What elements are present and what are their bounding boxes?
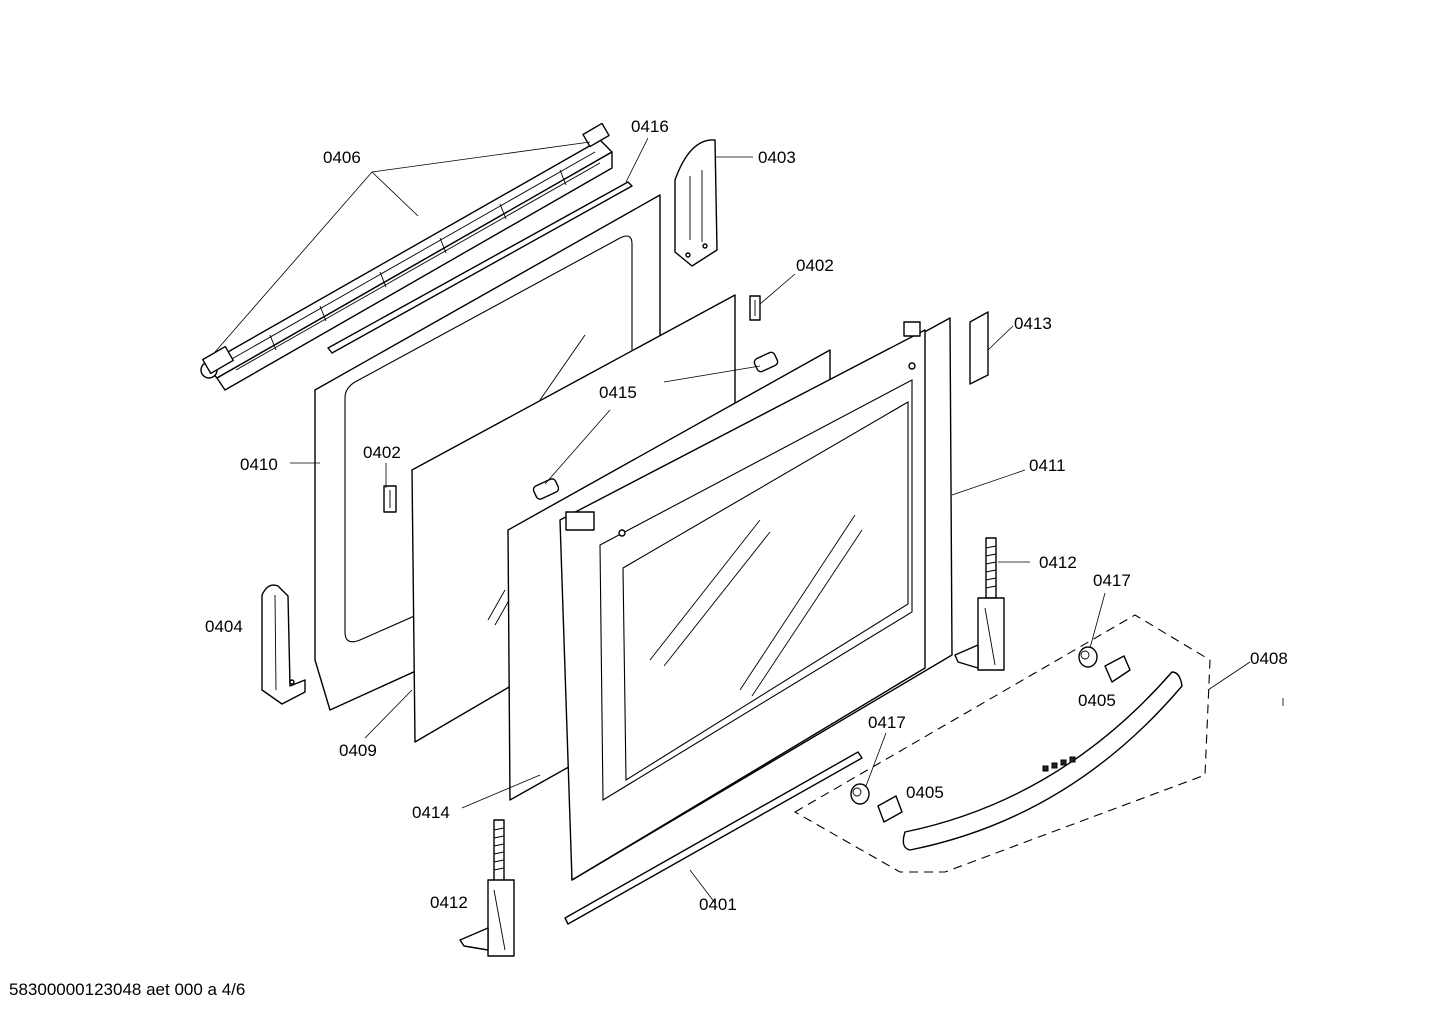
part-0405-end-right — [1104, 655, 1131, 683]
callout-0412-right: 0412 — [1039, 553, 1077, 572]
part-0412-hinge-left — [459, 819, 515, 957]
callout-0415: 0415 — [599, 383, 637, 402]
part-0415-clip-left — [532, 478, 560, 500]
callout-0417-left: 0417 — [868, 713, 906, 732]
part-0412-hinge-right — [954, 537, 1005, 671]
part-0402-clip-upper — [749, 295, 761, 321]
callout-0410: 0410 — [240, 455, 278, 474]
part-0417-cap-right — [1078, 646, 1098, 668]
callout-0413: 0413 — [1014, 314, 1052, 333]
callout-0414: 0414 — [412, 803, 450, 822]
part-0403-side-bracket — [674, 139, 718, 267]
callout-0411: 0411 — [1029, 456, 1066, 475]
drawing-reference: 58300000123048 aet 000 a 4/6 — [9, 980, 246, 999]
callout-0406: 0406 — [323, 148, 361, 167]
part-0404-side-bracket — [261, 584, 306, 705]
part-0405-end-left — [877, 795, 903, 823]
handle-logo-icon — [1042, 756, 1076, 772]
callout-0405-right: 0405 — [1078, 691, 1116, 710]
part-0413-label — [969, 311, 989, 385]
part-0401-bottom-strip — [564, 751, 863, 925]
part-0408-handle-assembly — [793, 614, 1211, 873]
callout-0403: 0403 — [758, 148, 796, 167]
callout-0402-upper: 0402 — [796, 256, 834, 275]
part-0406-top-profile — [200, 122, 613, 391]
callout-0417-right: 0417 — [1093, 571, 1131, 590]
callout-0405-left: 0405 — [906, 783, 944, 802]
leader-lines — [214, 137, 1284, 904]
part-0417-cap-left — [850, 783, 870, 805]
callout-labels: 0406 0416 0403 0402 0413 0415 0402 0410 … — [205, 117, 1288, 914]
callout-0408: 0408 — [1250, 649, 1288, 668]
callout-0412-left: 0412 — [430, 893, 468, 912]
part-0411-outer-door — [559, 317, 953, 881]
part-0402-clip-lower — [383, 485, 397, 513]
callout-0416: 0416 — [631, 117, 669, 136]
callout-0404: 0404 — [205, 617, 243, 636]
callout-0401: 0401 — [699, 895, 737, 914]
callout-0409: 0409 — [339, 741, 377, 760]
part-0416-strip — [327, 181, 633, 354]
callout-0402-lower: 0402 — [363, 443, 401, 462]
part-0415-clip-right — [753, 351, 779, 373]
